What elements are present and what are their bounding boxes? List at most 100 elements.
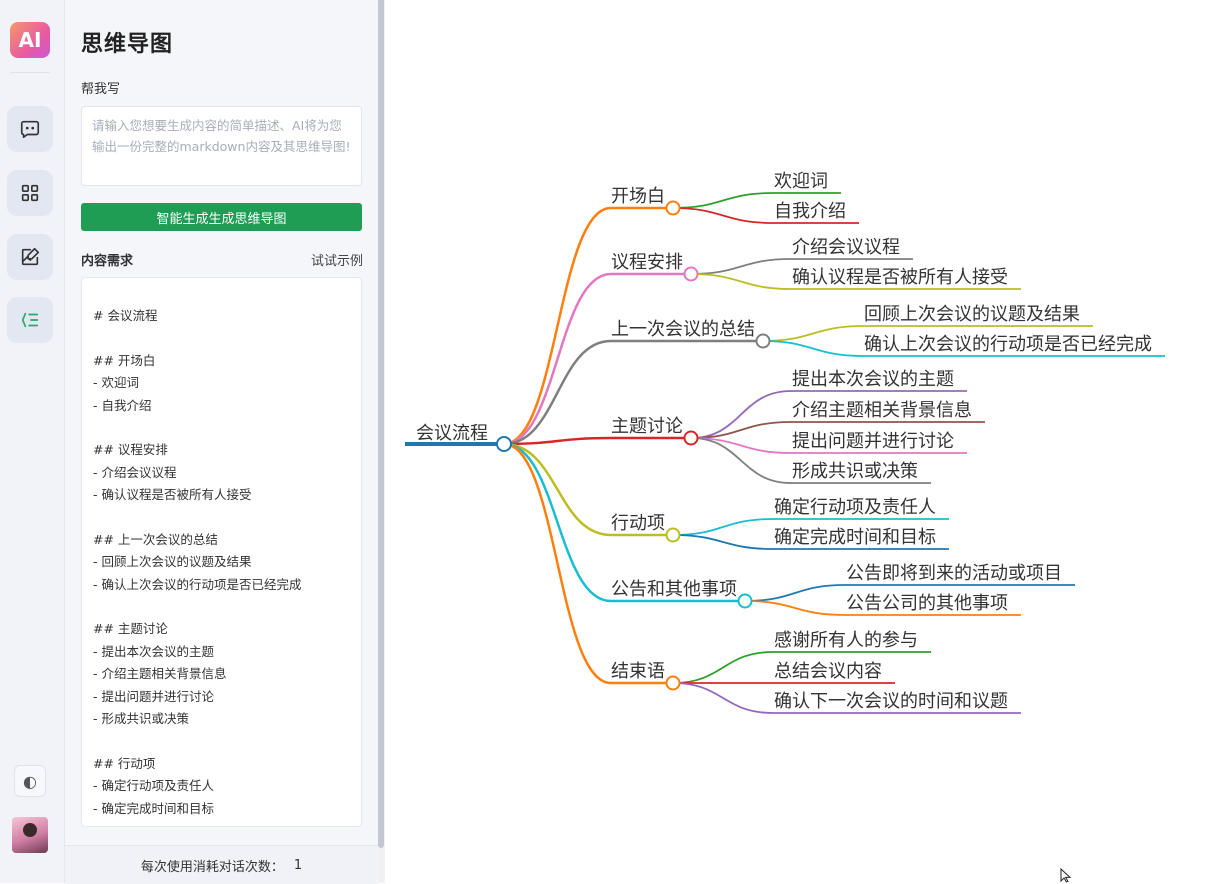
markdown-line: - 回顾上次会议的议题及结果 — [93, 554, 252, 570]
child-connector — [672, 682, 774, 714]
markdown-line: - 确定完成时间和目标 — [93, 800, 214, 816]
branch-node — [665, 200, 681, 216]
markdown-line: - 确定行动项及责任人 — [93, 778, 214, 794]
generate-mindmap-button[interactable]: 智能生成生成思维导图 — [81, 203, 362, 231]
markdown-line: # 会议流程 — [93, 308, 158, 323]
root-label: 会议流程 — [416, 423, 488, 444]
markdown-line: ## 行动项 — [93, 755, 156, 771]
branch-connector — [503, 442, 612, 603]
rail-divider — [10, 72, 50, 73]
markdown-line — [93, 327, 350, 349]
branch-node — [683, 430, 699, 446]
branch-label: 开场白 — [611, 186, 665, 207]
branch-node — [737, 593, 753, 609]
child-connector — [672, 651, 774, 684]
child-label: 回顾上次会议的议题及结果 — [864, 304, 1080, 325]
markdown-line: - 介绍会议议程 — [93, 464, 177, 480]
markdown-line: - 介绍主题相关背景信息 — [93, 666, 227, 682]
child-connector — [744, 600, 846, 616]
child-label: 介绍主题相关背景信息 — [792, 400, 972, 421]
try-example-link[interactable]: 试试示例 — [310, 254, 363, 269]
branch-connector — [503, 436, 612, 446]
child-label: 介绍会议议程 — [792, 237, 900, 258]
usage-count: 1 — [293, 857, 303, 873]
child-connector — [690, 421, 792, 439]
root-node — [496, 436, 512, 452]
help-write-label: 帮我写 — [81, 82, 121, 97]
child-label: 形成共识或决策 — [792, 461, 918, 482]
usage-label: 每次使用消耗对话次数： — [140, 859, 284, 875]
child-label: 提出问题并进行讨论 — [792, 431, 954, 452]
user-avatar[interactable] — [12, 817, 48, 853]
icon-rail: AI ◐ — [0, 0, 65, 883]
edit-image-icon — [21, 247, 40, 266]
child-label: 公告公司的其他事项 — [846, 593, 1008, 614]
markdown-line — [93, 417, 350, 439]
child-connector — [762, 340, 864, 357]
child-label: 感谢所有人的参与 — [774, 630, 918, 651]
child-connector — [672, 192, 774, 209]
child-connector — [690, 258, 792, 275]
branch-connector — [503, 339, 612, 446]
markdown-line: - 提出问题并进行讨论 — [93, 688, 214, 704]
markdown-line — [93, 507, 350, 529]
chat-icon — [20, 120, 40, 139]
branch-connector — [503, 206, 612, 446]
child-connector — [690, 273, 792, 290]
markdown-line: - 形成共识或决策 — [93, 711, 189, 727]
child-label: 确认议程是否被所有人接受 — [792, 267, 1008, 288]
child-label: 确定完成时间和目标 — [774, 527, 936, 548]
markdown-line: - 自我介绍 — [93, 397, 152, 413]
branch-connector — [503, 272, 612, 446]
markdown-line: ## 开场白 — [93, 352, 156, 368]
theme-toggle-button[interactable]: ◐ — [14, 765, 46, 797]
mouse-cursor-icon — [1060, 868, 1072, 883]
usage-footer: 每次使用消耗对话次数： 1 — [65, 845, 378, 884]
child-label: 确定行动项及责任人 — [774, 497, 936, 518]
rail-apps-button[interactable] — [7, 170, 53, 216]
contrast-icon: ◐ — [23, 771, 37, 791]
branch-node — [683, 266, 699, 282]
child-label: 欢迎词 — [774, 171, 828, 192]
branch-label: 行动项 — [611, 513, 665, 534]
mindmap-canvas[interactable]: 开场白欢迎词自我介绍议程安排介绍会议议程确认议程是否被所有人接受上一次会议的总结… — [385, 0, 1221, 883]
child-connector — [690, 437, 792, 484]
markdown-line: - 欢迎词 — [93, 375, 139, 391]
rail-mindmap-button[interactable] — [7, 297, 53, 343]
app-logo[interactable]: AI — [10, 22, 50, 58]
rail-image-edit-button[interactable] — [7, 234, 53, 280]
grid-icon — [21, 184, 39, 202]
mindmap-icon — [21, 312, 39, 328]
child-connector — [762, 325, 864, 342]
markdown-editor[interactable]: # 会议流程 ## 开场白 - 欢迎词 - 自我介绍 ## 议程安排 - 介绍会议议程 - … — [81, 277, 362, 827]
branch-node — [665, 527, 681, 543]
markdown-line: ## 上一次会议的总结 — [93, 531, 218, 547]
child-connector — [690, 390, 792, 439]
markdown-line: - 确认上次会议的行动项是否已经完成 — [93, 576, 302, 592]
branch-connector — [503, 442, 612, 537]
markdown-line: ## 主题讨论 — [93, 621, 168, 637]
markdown-line — [93, 596, 350, 618]
branch-label: 上一次会议的总结 — [611, 319, 755, 340]
child-label: 提出本次会议的主题 — [792, 369, 954, 390]
rail-chat-button[interactable] — [7, 106, 53, 152]
child-connector — [672, 534, 774, 550]
mindmap-side-panel: 思维导图 帮我写 请输入您想要生成内容的简单描述、AI将为您输出一份完整的mar… — [65, 0, 378, 884]
branch-label: 结束语 — [611, 661, 665, 682]
child-label: 确认下一次会议的时间和议题 — [774, 691, 1008, 712]
markdown-line: - 确认议程是否被所有人接受 — [93, 487, 252, 503]
prompt-input[interactable]: 请输入您想要生成内容的简单描述、AI将为您输出一份完整的markdown内容及其… — [81, 106, 362, 186]
child-label: 自我介绍 — [774, 201, 846, 222]
branch-node — [665, 675, 681, 691]
child-label: 确认上次会议的行动项是否已经完成 — [864, 334, 1152, 355]
child-connector — [744, 584, 846, 602]
requirements-label: 内容需求 — [81, 254, 134, 269]
branch-node — [755, 333, 771, 349]
child-connector — [672, 518, 774, 536]
markdown-line: ## 议程安排 — [93, 442, 168, 458]
branch-label: 公告和其他事项 — [611, 579, 737, 600]
child-connector — [672, 207, 774, 224]
panel-scrollbar-thumb[interactable] — [378, 0, 384, 848]
mindmap-svg[interactable]: 开场白欢迎词自我介绍议程安排介绍会议议程确认议程是否被所有人接受上一次会议的总结… — [385, 0, 1221, 883]
markdown-line — [93, 730, 350, 752]
